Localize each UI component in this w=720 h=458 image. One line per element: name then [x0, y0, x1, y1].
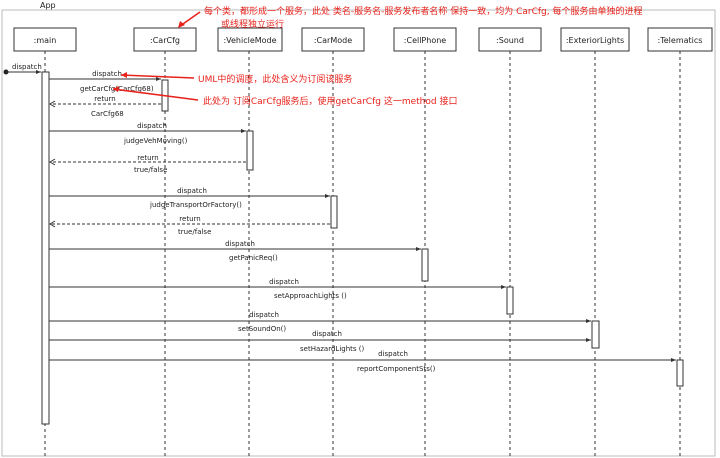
arrow-head	[501, 285, 506, 289]
message-vehiclemode-return: return true/false	[49, 154, 246, 174]
message-label: dispatch	[269, 278, 299, 286]
message-sound-dispatch: dispatch setApproachLights ()	[49, 278, 506, 300]
message-label: dispatch	[137, 122, 167, 130]
activation-main	[41, 71, 50, 425]
message-vehiclemode-dispatch: dispatch judgeVehMoving()	[49, 122, 246, 145]
message-label: dispatch	[225, 240, 255, 248]
participant-label: :ExteriorLights	[566, 36, 624, 45]
participant-box	[393, 27, 457, 52]
participant-label: :Sound	[496, 36, 524, 45]
activation-vehiclemode	[246, 130, 254, 171]
participant-box	[301, 27, 365, 52]
participant-telematics: :Telematics	[647, 27, 713, 456]
arrow-head	[671, 358, 676, 362]
message-exteriorlights-dispatch-1: dispatch setSoundOn()	[49, 311, 591, 333]
participant-label: :VehicleMode	[223, 36, 276, 45]
message-label: dispatch	[312, 330, 342, 338]
participant-label: :main	[34, 36, 57, 45]
message-label: dispatch	[92, 70, 122, 78]
return-label: return	[137, 154, 158, 162]
participant-carcfg: :CarCfg	[133, 27, 197, 456]
arrow-head	[49, 100, 56, 108]
participant-exteriorlights: :ExteriorLights	[560, 27, 630, 456]
participant-box	[217, 27, 283, 52]
message-telematics-dispatch: dispatch reportComponentSts()	[49, 350, 676, 373]
activation-cellphone	[421, 248, 429, 282]
arrow-head	[325, 194, 330, 198]
participant-label: :CellPhone	[404, 36, 447, 45]
arrow-head	[49, 158, 56, 166]
activation-telematics	[676, 359, 684, 387]
participants: :main :CarCfg :VehicleMode :CarMode :Cel…	[13, 27, 713, 456]
participant-box	[560, 27, 630, 52]
message-cellphone-dispatch: dispatch getPanicReq()	[49, 240, 421, 262]
activations	[41, 71, 684, 425]
participant-box	[13, 27, 77, 52]
arrow-head	[241, 129, 246, 133]
message-carmode-return: return true/false	[49, 215, 330, 236]
message-carcfg-return: return CarCfg68	[49, 95, 161, 118]
message-exteriorlights-dispatch-2: dispatch setHazardLights ()	[49, 330, 591, 353]
return-value: CarCfg68	[91, 110, 124, 118]
message-carcfg-dispatch: dispatch	[49, 70, 161, 81]
participant-label: :CarMode	[314, 36, 352, 45]
participant-cellphone: :CellPhone	[393, 27, 457, 456]
activation-carmode	[330, 195, 338, 229]
activation-exteriorlights	[591, 320, 600, 349]
message-label-method: setApproachLights ()	[274, 292, 347, 300]
message-initial-dispatch: dispatch	[3, 63, 42, 75]
annotation-arrow	[112, 88, 199, 101]
annotation-top-note: 每个类，都形成一个服务，此处 类名-服务名-服务发布者名称 保持一致，均为 Ca…	[178, 5, 642, 30]
arrow-head	[156, 77, 161, 81]
annotation-dispatch-note: UML中的调度，此处含义为订阅该服务	[120, 72, 352, 85]
frame-title: App	[40, 1, 56, 10]
message-label: dispatch	[12, 63, 42, 71]
participant-label: :Telematics	[658, 36, 703, 45]
message-carmode-dispatch: dispatch judgeTransportOrFactory()	[49, 187, 330, 209]
message-label: dispatch	[177, 187, 207, 195]
frame-border	[1, 9, 716, 457]
return-value: true/false	[178, 228, 211, 236]
message-label-method: setSoundOn()	[238, 325, 286, 333]
annotation-method-note: 此处为 订阅CarCfg服务后，使用getCarCfg 这一method 接口	[112, 86, 457, 107]
arrow-head	[36, 70, 41, 74]
return-value: true/false	[134, 166, 167, 174]
arrow-head	[586, 319, 591, 323]
participant-box	[133, 27, 197, 52]
participant-box	[478, 27, 542, 52]
arrow-head	[49, 220, 56, 228]
arrow-head	[416, 247, 421, 251]
message-label-method: judgeVehMoving()	[123, 137, 188, 145]
annotations: 每个类，都形成一个服务，此处 类名-服务名-服务发布者名称 保持一致，均为 Ca…	[112, 5, 642, 107]
messages: dispatch dispatch getCarCfg(CarCfg68) re…	[3, 63, 676, 373]
participant-label: :CarCfg	[150, 36, 180, 45]
message-label: dispatch	[378, 350, 408, 358]
participant-carmode: :CarMode	[301, 27, 365, 456]
participant-vehiclemode: :VehicleMode	[217, 27, 283, 456]
participant-sound: :Sound	[478, 27, 542, 456]
annotation-text: UML中的调度，此处含义为订阅该服务	[198, 73, 352, 85]
annotation-arrow-head	[178, 21, 185, 28]
message-label: dispatch	[249, 311, 279, 319]
annotation-text: 每个类，都形成一个服务，此处 类名-服务名-服务发布者名称 保持一致，均为 Ca…	[204, 5, 642, 17]
return-label: return	[179, 215, 200, 223]
annotation-arrow	[120, 74, 195, 79]
participant-box	[647, 27, 713, 52]
activation-sound	[506, 286, 514, 315]
arrow-head	[586, 338, 591, 342]
annotation-arrow-head	[113, 86, 119, 92]
return-label: return	[94, 95, 115, 103]
annotation-text: 此处为 订阅CarCfg服务后，使用getCarCfg 这一method 接口	[203, 95, 457, 107]
message-label-method: setHazardLights ()	[300, 345, 364, 353]
message-label-method: getPanicReq()	[229, 254, 278, 262]
message-label-method: judgeTransportOrFactory()	[149, 201, 242, 209]
message-label-method: reportComponentSts()	[357, 365, 436, 373]
annotation-arrow-head	[121, 72, 127, 78]
annotation-text: 或线程独立运行	[221, 18, 284, 30]
